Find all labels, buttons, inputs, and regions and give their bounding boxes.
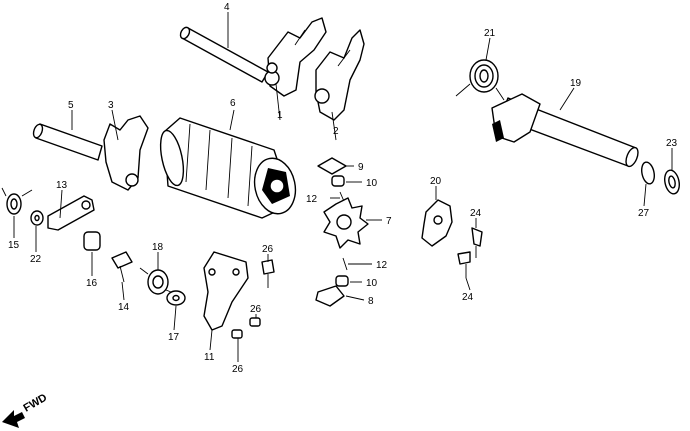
callout-9: 9 — [358, 162, 364, 173]
callout-20: 20 — [430, 176, 442, 187]
part-10-pin-upper — [331, 175, 345, 187]
fwd-label: FWD — [22, 392, 50, 415]
part-23-oil-seal — [664, 169, 680, 195]
callout-17: 17 — [168, 332, 180, 343]
part-11-stopper-plate — [203, 251, 249, 331]
callout-12-lower: 12 — [376, 260, 388, 271]
part-26-bolt-b — [249, 317, 261, 327]
part-13-shift-arm — [47, 195, 95, 231]
callout-26-b: 26 — [250, 304, 262, 315]
callout-26-a: 26 — [262, 244, 274, 255]
part-8-pin-plate — [315, 285, 345, 307]
part-26-bolt-c — [231, 329, 243, 339]
callout-22: 22 — [30, 254, 42, 265]
callout-18: 18 — [152, 242, 164, 253]
part-5-fork-shaft-lower — [32, 123, 103, 161]
callout-14: 14 — [118, 302, 130, 313]
callout-7: 7 — [386, 216, 392, 227]
part-24-bolt-lower — [457, 251, 471, 278]
fwd-arrow-icon — [2, 410, 25, 428]
part-15-spring — [1, 187, 33, 215]
part-6-shift-drum — [159, 117, 297, 219]
part-3-shift-fork — [103, 115, 149, 191]
callout-21: 21 — [484, 28, 496, 39]
part-18-spring — [139, 267, 177, 295]
callout-15: 15 — [8, 240, 20, 251]
part-14-pin — [111, 251, 133, 283]
callout-4: 4 — [224, 2, 230, 13]
part-17-washer — [166, 290, 186, 306]
part-19-gearshift-spindle — [491, 93, 639, 168]
callout-23: 23 — [666, 138, 678, 149]
callout-10-lower: 10 — [366, 278, 378, 289]
part-21-return-spring — [455, 59, 505, 101]
callout-26-c: 26 — [232, 364, 244, 375]
callout-27: 27 — [638, 208, 650, 219]
callout-labels: 4 1 2 5 3 6 9 10 12 7 12 10 8 11 13 14 1… — [8, 2, 678, 375]
callout-24-lower: 24 — [462, 292, 474, 303]
part-22-washer — [30, 210, 44, 226]
callout-12-upper: 12 — [306, 194, 318, 205]
part-7-drum-center — [323, 197, 369, 249]
part-20-stopper-bracket — [421, 199, 453, 247]
callout-2: 2 — [333, 126, 339, 137]
callout-11: 11 — [204, 352, 215, 363]
callout-24-upper: 24 — [470, 208, 482, 219]
callout-10-upper: 10 — [366, 178, 378, 189]
part-16-collar — [83, 231, 101, 251]
fwd-indicator: FWD — [2, 392, 49, 428]
callout-6: 6 — [230, 98, 236, 109]
callout-8: 8 — [368, 296, 374, 307]
part-1-shift-fork — [264, 17, 327, 97]
callout-16: 16 — [86, 278, 98, 289]
part-26-bolt-a — [261, 259, 275, 288]
part-4-fork-shaft-upper — [179, 26, 269, 83]
part-27-washer — [641, 161, 655, 185]
part-10-pin-lower — [335, 275, 349, 287]
part-12-pin-lower — [342, 257, 348, 271]
callout-19: 19 — [570, 78, 582, 89]
part-24-bolt-upper — [471, 227, 483, 258]
part-9-plate — [317, 157, 347, 175]
callout-13: 13 — [56, 180, 68, 191]
callout-1: 1 — [277, 110, 283, 121]
callout-5: 5 — [68, 100, 74, 111]
part-2-shift-fork — [314, 29, 365, 121]
leader-lines — [13, 12, 673, 362]
callout-3: 3 — [108, 100, 114, 111]
